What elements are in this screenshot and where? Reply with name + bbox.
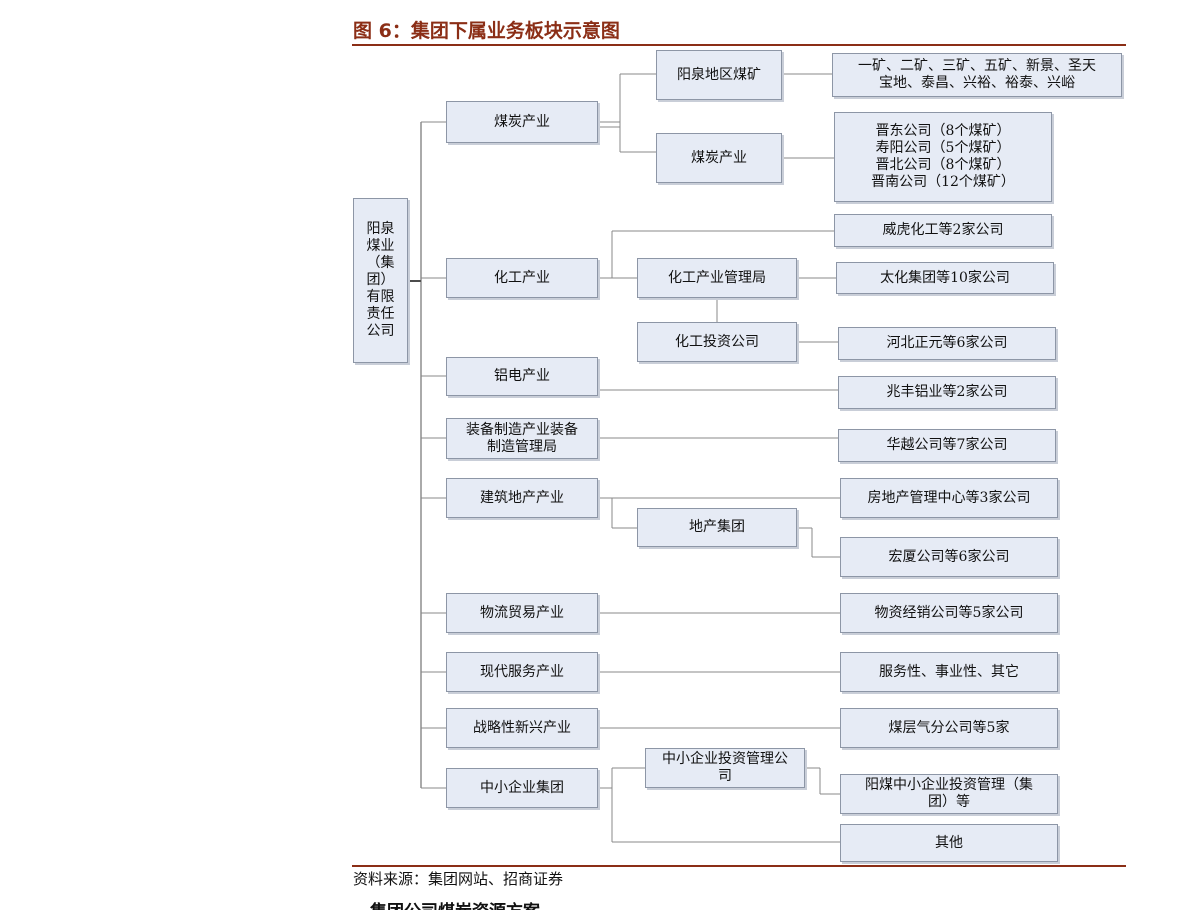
leaf-sme-invest-group-box: 阳煤中小企业投资管理（集 团）等 [840, 774, 1058, 814]
leaf-taihua-group-box: 太化集团等10家公司 [836, 262, 1054, 294]
segment-logistics-box: 物流贸易产业 [446, 593, 598, 633]
figure-title: 图 6：集团下属业务板块示意图 [353, 20, 620, 42]
unit-chem-bureau-box: 化工产业管理局 [637, 258, 797, 298]
unit-coal-industry-box: 煤炭产业 [656, 133, 782, 183]
leaf-service-types-box: 服务性、事业性、其它 [840, 652, 1058, 692]
segment-service-box: 现代服务产业 [446, 652, 598, 692]
source-note: 资料来源：集团网站、招商证券 [353, 870, 564, 888]
leaf-yangquan-mine-list-box: 一矿、二矿、三矿、五矿、新景、圣天 宝地、泰昌、兴裕、裕泰、兴峪 [832, 53, 1122, 97]
root-company-box: 阳泉 煤业 （集 团） 有限 责任 公司 [353, 198, 408, 363]
unit-realty-group-box: 地产集团 [637, 508, 797, 547]
leaf-hongxia-box: 宏厦公司等6家公司 [840, 537, 1058, 577]
title-rule [352, 44, 1126, 46]
source-rule [352, 865, 1126, 867]
segment-realty-box: 建筑地产产业 [446, 478, 598, 518]
leaf-materials-sales-box: 物资经销公司等5家公司 [840, 593, 1058, 633]
segment-aluminum-power-box: 铝电产业 [446, 357, 598, 396]
leaf-others-box: 其他 [840, 824, 1058, 862]
segment-strategic-box: 战略性新兴产业 [446, 708, 598, 748]
unit-yangquan-mines-box: 阳泉地区煤矿 [656, 50, 782, 100]
leaf-regional-companies-box: 晋东公司（8个煤矿） 寿阳公司（5个煤矿） 晋北公司（8个煤矿） 晋南公司（12… [834, 112, 1052, 202]
leaf-realty-center-box: 房地产管理中心等3家公司 [840, 478, 1058, 518]
leaf-cbm-branch-box: 煤层气分公司等5家 [840, 708, 1058, 748]
leaf-weihu-chemical-box: 威虎化工等2家公司 [834, 214, 1052, 247]
segment-chemical-box: 化工产业 [446, 258, 598, 298]
segment-sme-box: 中小企业集团 [446, 768, 598, 808]
segment-equipment-box: 装备制造产业装备 制造管理局 [446, 418, 598, 459]
segment-coal-box: 煤炭产业 [446, 101, 598, 143]
leaf-huayue-box: 华越公司等7家公司 [838, 429, 1056, 462]
leaf-zhaofeng-aluminum-box: 兆丰铝业等2家公司 [838, 376, 1056, 409]
unit-chem-invest-box: 化工投资公司 [637, 322, 797, 362]
next-section-heading: 集团公司煤炭资源方案 [370, 897, 540, 910]
unit-sme-invest-box: 中小企业投资管理公 司 [645, 748, 805, 788]
leaf-hebei-zhengyuan-box: 河北正元等6家公司 [838, 327, 1056, 360]
